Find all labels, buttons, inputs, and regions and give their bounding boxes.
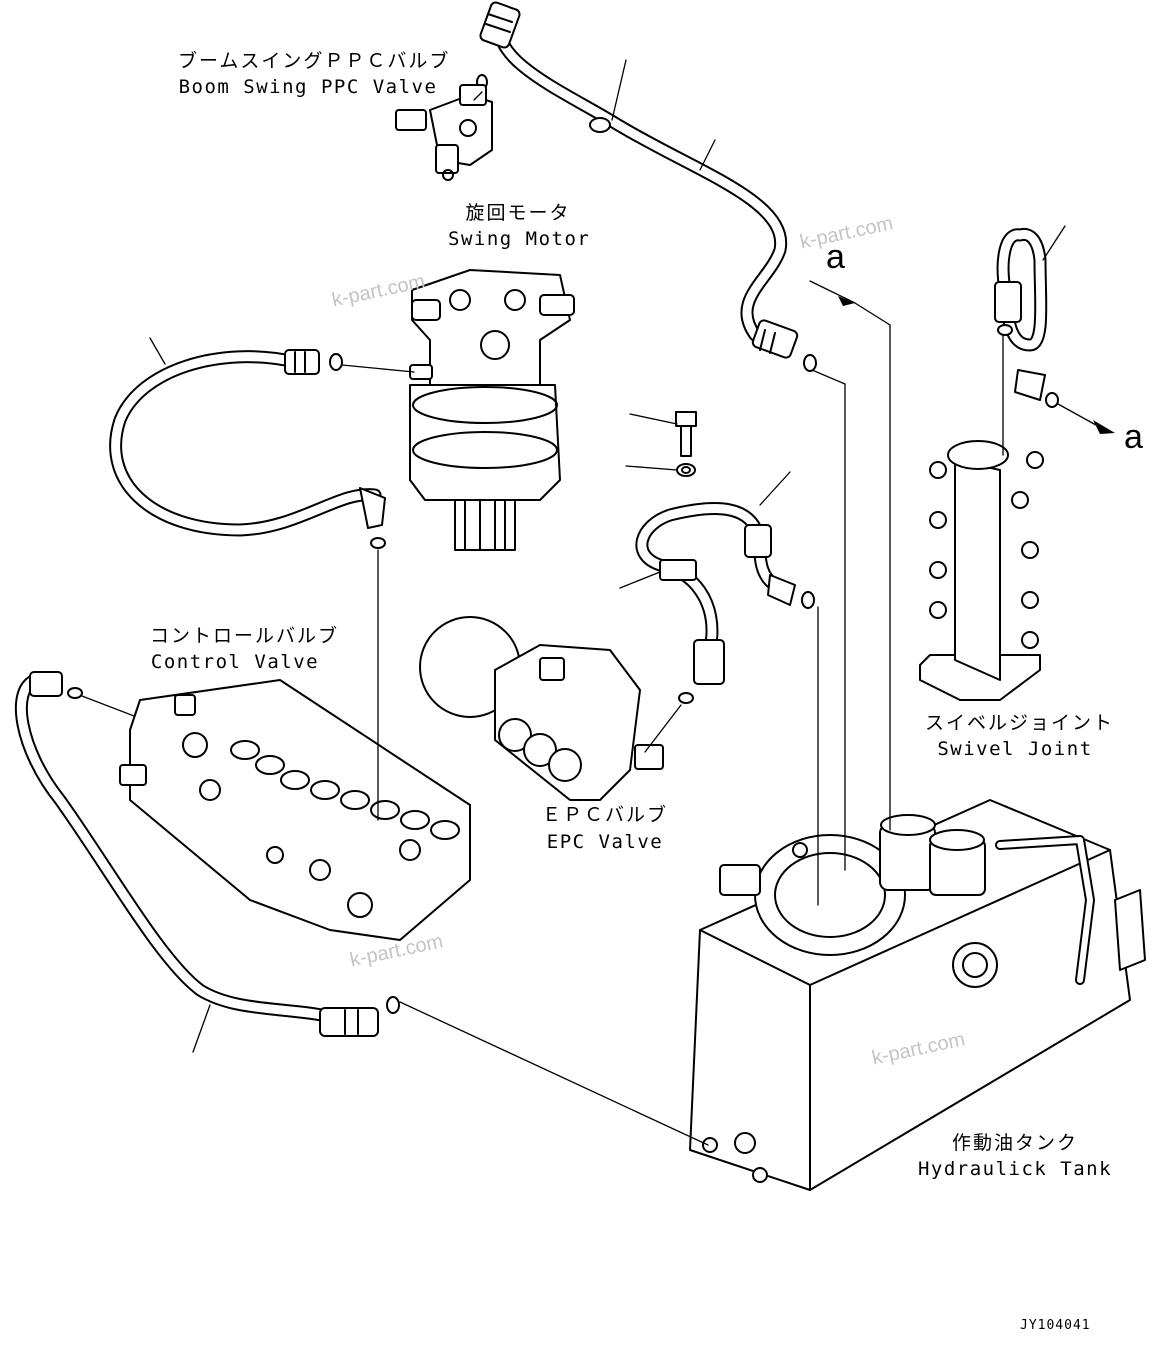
control-valve-label-jp: コントロールバルブ — [150, 625, 340, 647]
connector-ref-a-top: a — [826, 238, 845, 276]
hose-swivel-joint — [994, 227, 1059, 408]
swivel-joint-label-jp: スイベルジョイント — [925, 712, 1115, 734]
epc-valve-label-jp: ＥＰＣバルブ — [541, 804, 668, 826]
drawing-code: JY104041 — [1020, 1318, 1091, 1333]
bolt-and-washer — [675, 411, 697, 477]
swivel-joint-label-en: Swivel Joint — [937, 738, 1093, 760]
hydraulic-tank-drawing — [689, 799, 1146, 1191]
swing-motor-label-en: Swing Motor — [448, 228, 591, 250]
arrow-head-a-top — [838, 296, 855, 306]
boom-swing-ppc-valve-label-jp: ブームスイングＰＰＣバルブ — [178, 50, 451, 72]
swivel-joint-drawing — [919, 440, 1044, 701]
epc-valve-drawing — [419, 616, 664, 801]
hydraulic-tank-label-jp: 作動油タンク — [951, 1132, 1078, 1154]
connector-ref-a-right: a — [1124, 418, 1143, 456]
hydraulic-tank-label-en: Hydraulick Tank — [917, 1158, 1113, 1180]
boom-swing-ppc-valve-label-en: Boom Swing PPC Valve — [178, 76, 438, 98]
epc-valve-label-en: EPC Valve — [546, 831, 664, 853]
swing-motor-label-jp: 旋回モータ — [465, 202, 571, 224]
arrow-head-a-right — [1093, 420, 1115, 434]
leader-lines — [81, 59, 1106, 1146]
swing-motor-drawing — [409, 269, 575, 551]
hose-boom-swing-to-tank — [476, 1, 817, 372]
hose-epc-valve-to-tank — [635, 502, 815, 704]
boom-swing-ppc-valve-drawing — [395, 84, 493, 181]
control-valve-label-en: Control Valve — [150, 651, 320, 673]
hose-swing-motor-to-control-valve — [109, 349, 386, 549]
hose-control-valve-to-tank — [14, 671, 400, 1037]
control-valve-drawing — [119, 679, 471, 941]
